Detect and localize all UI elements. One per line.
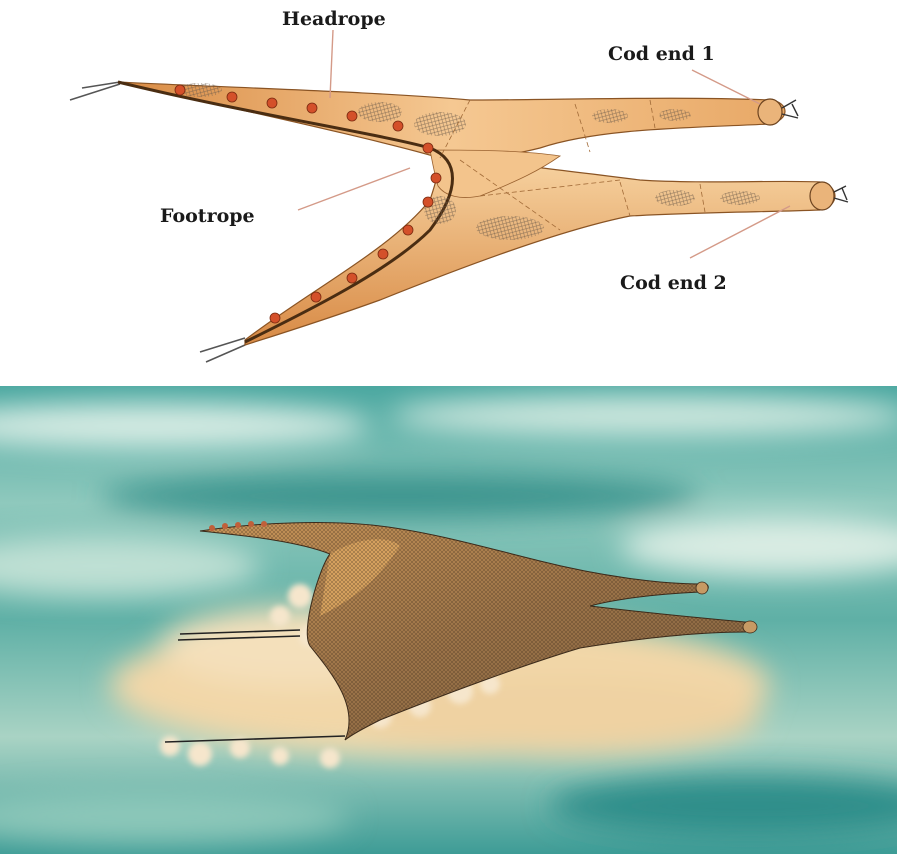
footrope-label: Footrope [160, 205, 255, 227]
warp-lines-upper [70, 82, 120, 100]
headrope-label: Headrope [282, 8, 386, 30]
trawl-net-drawing [0, 0, 897, 378]
cod-end-1-knot [758, 99, 798, 125]
lower-net-arm [245, 158, 835, 345]
labelled-trawl-diagram: Headrope Cod end 1 Footrope Cod end 2 [0, 0, 897, 378]
underwater-trawl-illustration [0, 386, 897, 854]
cod-end-2-knot [810, 182, 848, 210]
warp-lines-lower [200, 338, 245, 362]
cod-end-1-label: Cod end 1 [608, 43, 715, 65]
underwater-scene [0, 386, 897, 854]
cod-end-2-label: Cod end 2 [620, 272, 727, 294]
